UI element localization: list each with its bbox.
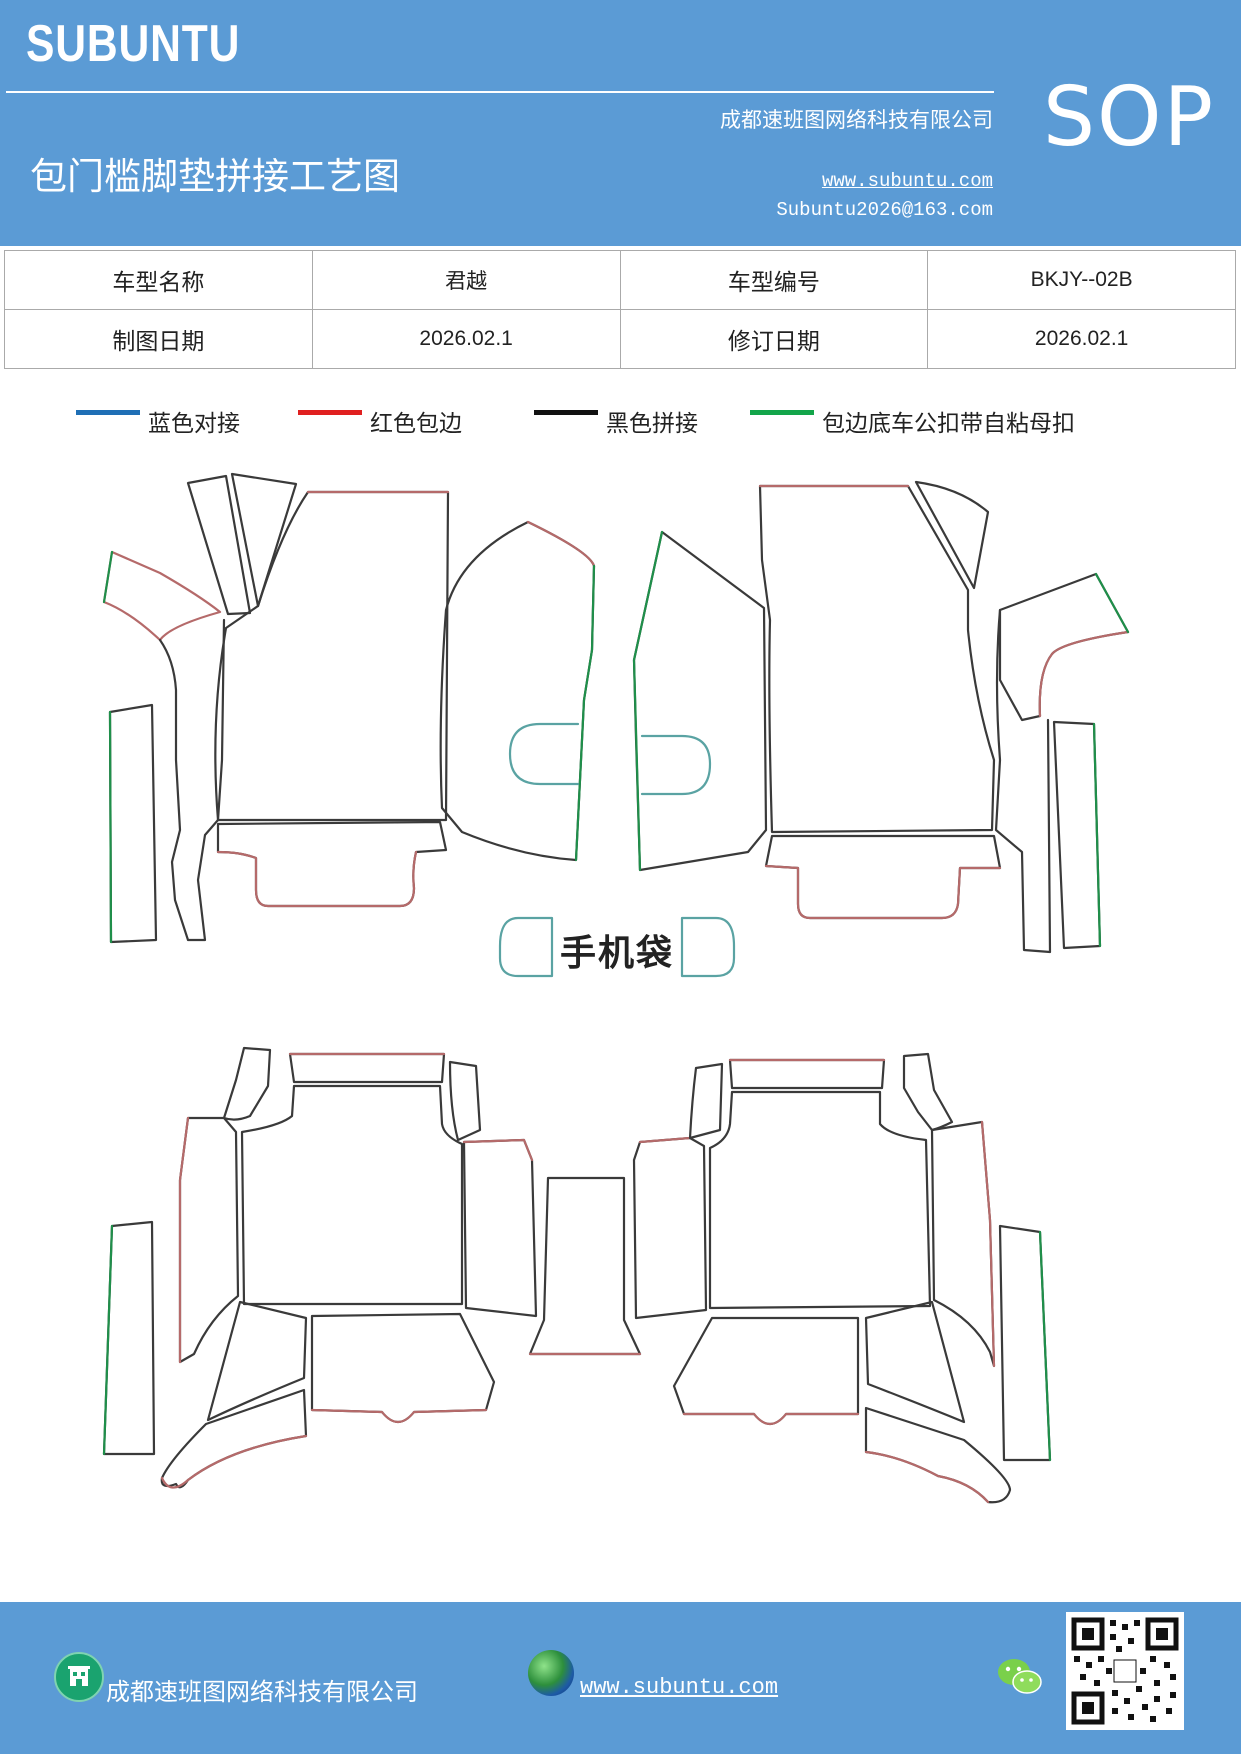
- label-model-name: 车型名称: [4, 250, 313, 310]
- rear-piece-left-tunnel-side-edge: [462, 1138, 534, 1162]
- mat-piece-right-door-green: [632, 530, 664, 872]
- rear-piece-left-side: [178, 1116, 240, 1364]
- rear-piece-right-strip: [998, 1224, 1052, 1462]
- mat-piece-right-side-upper-edge: [1038, 630, 1130, 718]
- rear-piece-right-strip-green: [1038, 1230, 1052, 1462]
- value-draw-date: 2026.02.1: [311, 309, 621, 369]
- phone-pocket-flap-left-upper: [508, 722, 580, 786]
- rear-piece-left-long-curve: [160, 1388, 308, 1489]
- rear-piece-right-under-b-edge: [682, 1412, 860, 1426]
- rear-piece-left-tunnel-side: [462, 1138, 538, 1318]
- rear-piece-right-tunnel-side: [632, 1136, 708, 1320]
- value-model-name: 君越: [311, 250, 621, 310]
- table-row: 车型名称 君越 车型编号 BKJY--02B: [4, 250, 1236, 310]
- rear-piece-left-strip-green: [102, 1224, 114, 1456]
- rear-piece-left-long-curve-edge: [160, 1434, 308, 1489]
- rear-piece-center-tunnel: [528, 1176, 642, 1356]
- header-website-link[interactable]: www.subuntu.com: [821, 170, 993, 192]
- table-row: 制图日期 2026.02.1 修订日期 2026.02.1: [4, 309, 1236, 369]
- building-icon: [54, 1652, 104, 1702]
- header-company: 成都速班图网络科技有限公司: [720, 108, 993, 132]
- mat-piece-left-side-upper: [102, 550, 222, 642]
- rear-piece-left-under-b-edge: [310, 1408, 488, 1424]
- legend-swatch-green: [750, 410, 814, 415]
- sop-label: SOP: [1043, 70, 1216, 165]
- mat-piece-left-door-green: [574, 564, 596, 862]
- mat-piece-right-strip-green: [1092, 722, 1102, 948]
- mat-piece-left-wedge-a: [186, 474, 252, 616]
- rear-piece-right-tunnel-side-edge: [638, 1136, 692, 1144]
- legend-label: 黑色拼接: [606, 411, 698, 437]
- rear-piece-right-wedge: [902, 1052, 954, 1132]
- rear-piece-left-main: [240, 1084, 464, 1306]
- mat-piece-right-heel-edge: [764, 864, 1002, 920]
- mat-piece-right-main: [758, 484, 996, 834]
- rear-piece-right-main: [708, 1090, 932, 1310]
- globe-icon: [528, 1650, 574, 1696]
- rear-piece-right-small-a: [688, 1062, 724, 1140]
- mat-piece-left-door-edge: [526, 520, 596, 568]
- legend: 蓝色对接 红色包边 黑色拼接 包边底车公扣带自粘母扣: [76, 404, 1176, 444]
- mat-piece-left-strip-green: [108, 710, 113, 944]
- rear-piece-left-wedge: [222, 1046, 272, 1121]
- mat-piece-left-main: [214, 490, 450, 822]
- value-revise-date: 2026.02.1: [927, 309, 1236, 369]
- legend-label: 红色包边: [370, 411, 462, 437]
- info-table: 车型名称 君越 车型编号 BKJY--02B 制图日期 2026.02.1 修订…: [4, 250, 1236, 369]
- label-revise-date: 修订日期: [619, 309, 929, 369]
- page-title: 包门槛脚垫拼接工艺图: [30, 155, 400, 198]
- rear-piece-right-side-edge: [980, 1120, 996, 1368]
- mat-piece-left-strip: [108, 703, 158, 944]
- mat-piece-left-outer-green: [102, 550, 114, 604]
- rear-piece-left-top-bar: [288, 1052, 446, 1084]
- mat-piece-left-wedge-b: [230, 472, 298, 608]
- rear-piece-left-under-b: [310, 1312, 496, 1424]
- phone-pocket-flap-right-upper: [640, 734, 712, 796]
- phone-pocket-label: 手机袋: [560, 933, 675, 974]
- rear-piece-right-top-bar: [728, 1058, 886, 1090]
- legend-swatch-red: [298, 410, 362, 415]
- rear-piece-left-side-edge: [178, 1116, 190, 1364]
- rear-piece-right-under-a: [864, 1300, 966, 1424]
- phone-pocket-piece-left: [498, 916, 554, 978]
- mat-piece-left-door: [439, 520, 596, 862]
- label-model-code: 车型编号: [619, 250, 929, 310]
- mat-piece-left-heel-edge: [216, 850, 418, 908]
- wechat-icon[interactable]: [996, 1654, 1044, 1700]
- mat-piece-left-side-column: [158, 618, 226, 942]
- mat-piece-left-heel: [216, 820, 448, 908]
- mat-piece-right-wedge: [914, 480, 990, 590]
- footer-company: 成都速班图网络科技有限公司: [106, 1678, 418, 1706]
- mat-piece-right-door: [632, 530, 768, 872]
- legend-label: 蓝色对接: [148, 411, 240, 437]
- phone-pocket-piece-right: [680, 916, 736, 978]
- legend-swatch-black: [534, 410, 598, 415]
- footer-website-link[interactable]: www.subuntu.com: [580, 1675, 779, 1700]
- rear-piece-right-long-curve-edge: [864, 1450, 990, 1504]
- mat-piece-right-column: [994, 608, 1052, 954]
- value-model-code: BKJY--02B: [927, 250, 1236, 310]
- legend-label: 包边底车公扣带自粘母扣: [822, 411, 1075, 437]
- header-banner: [0, 0, 1241, 246]
- qr-code: [1066, 1612, 1184, 1730]
- rear-piece-left-under-a: [206, 1300, 308, 1422]
- label-draw-date: 制图日期: [4, 309, 313, 369]
- header-email: Subuntu2026@163.com: [776, 199, 993, 221]
- rear-piece-left-small-a: [448, 1060, 482, 1142]
- legend-swatch-blue: [76, 410, 140, 415]
- brand-logo: SUBUNTU: [26, 15, 241, 73]
- rear-piece-right-under-b: [672, 1316, 860, 1426]
- mat-piece-right-side-green: [1094, 572, 1130, 634]
- mat-piece-right-strip: [1052, 720, 1102, 950]
- mat-piece-right-heel: [764, 834, 1002, 920]
- header-divider: [6, 91, 994, 93]
